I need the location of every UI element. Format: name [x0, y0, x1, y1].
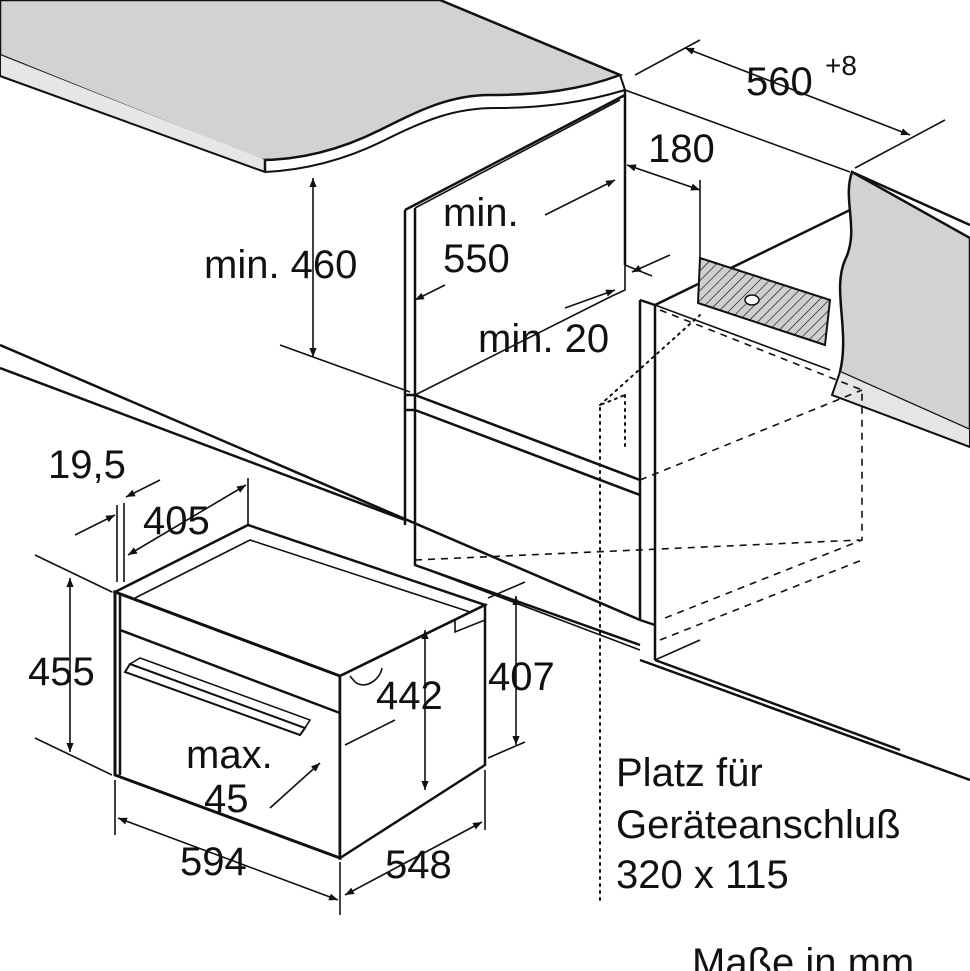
label-height-442: 442 [376, 674, 443, 718]
dimension-lines [34, 39, 946, 915]
label-width-594: 594 [180, 840, 247, 884]
label-side-gap: min. 20 [478, 317, 609, 361]
countertop-right [830, 170, 970, 449]
label-protrusion-line1: max. [186, 733, 273, 777]
connection-note-line2: Geräteanschluß [616, 803, 901, 847]
connection-area-dotted [599, 314, 701, 901]
label-niche-width-tolerance: +8 [825, 50, 857, 81]
label-niche-width: 560 [746, 60, 813, 104]
label-front-offset: 19,5 [48, 443, 126, 487]
oven-appliance [111, 523, 489, 861]
connection-note-line3: 320 x 115 [616, 853, 789, 897]
units-note: Maße in mm [692, 941, 914, 971]
label-socket-offset: 180 [648, 127, 715, 171]
label-height-407: 407 [488, 655, 555, 699]
label-upper-clearance: min. 460 [204, 243, 357, 287]
label-height-455: 455 [28, 650, 95, 694]
countertop-upper [0, 0, 627, 174]
socket-area [696, 256, 832, 347]
label-depth-405: 405 [143, 499, 210, 543]
installation-volume [414, 309, 863, 641]
label-niche-depth-line1: min. [443, 191, 519, 235]
label-niche-depth-line2: 550 [443, 237, 510, 281]
label-protrusion-line2: 45 [204, 777, 249, 821]
label-depth-548: 548 [385, 843, 452, 887]
connection-note-line1: Platz für [616, 751, 763, 795]
